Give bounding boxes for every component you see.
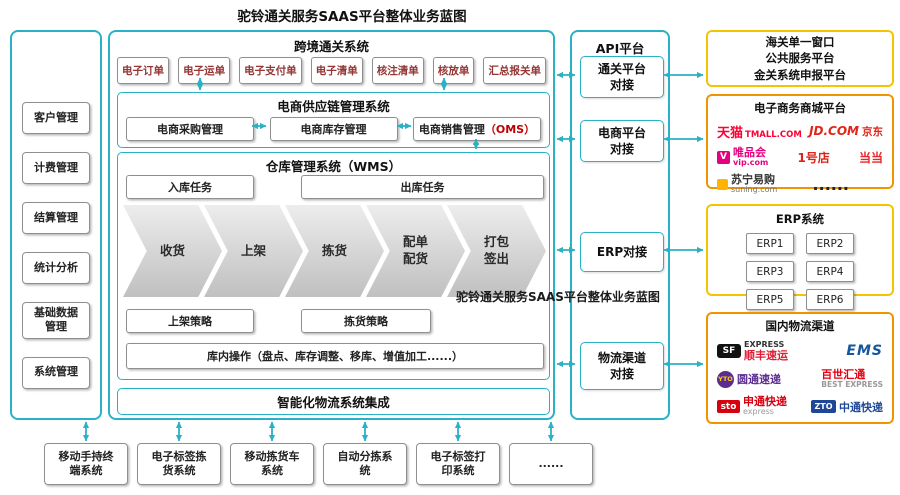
oms-label: 电商销售管理 <box>418 123 485 136</box>
erp-systems-panel: ERP系统 ERP1 ERP2 ERP3 ERP4 ERP5 ERP6 ....… <box>706 204 894 330</box>
doc-electronic-list: 电子清单 <box>310 57 363 84</box>
device-auto-sorting-system: 自动分拣系统 <box>323 443 407 485</box>
erp-item-6: ERP6 <box>806 289 854 310</box>
wms-title: 仓库管理系统（WMS） <box>265 159 402 174</box>
yhd-logo: 1号店 <box>797 150 830 165</box>
wms-panel: 仓库管理系统（WMS） 入库任务 出库任务 收货 上架 拣货 配单配货 打包签出… <box>117 152 550 380</box>
supply-chain-row: 电商采购管理 电商库存管理 电商销售管理 （OMS） <box>126 117 541 141</box>
api-item-ecommerce-platform: 电商平台对接 <box>580 120 664 162</box>
supply-chain-title: 电商供应链管理系统 <box>277 99 390 114</box>
device-electronic-label-printing-system: 电子标签打印系统 <box>416 443 500 485</box>
device-systems-row: 移动手持终端系统 电子标签拣货系统 移动拣货车系统 自动分拣系统 电子标签打印系… <box>44 443 593 485</box>
customs-system-title: 跨境通关系统 <box>293 39 369 54</box>
customs-window-line: 海关单一窗口 <box>765 34 835 49</box>
shelving-strategy: 上架策略 <box>126 309 254 333</box>
flow-step-pack-checkout: 打包签出 <box>447 205 546 297</box>
erp-item-2: ERP2 <box>806 233 854 254</box>
doc-release-form: 核放单 <box>432 57 475 84</box>
erp-item-4: ERP4 <box>806 261 854 282</box>
suning-logo: 苏宁易购 suning.com <box>717 173 777 195</box>
best-express-logo: 百世汇通 BEST EXPRESS <box>821 367 883 389</box>
vipshop-logo: V 唯品会 vip.com <box>717 146 768 168</box>
sidebar-item-base-data-management: 基础数据管理 <box>22 302 90 339</box>
customs-documents-row: 电子订单 电子运单 电子支付单 电子清单 核注清单 核放单 汇总报关单 <box>117 57 546 84</box>
ecommerce-mall-title: 电子商务商城平台 <box>754 101 846 115</box>
api-item-logistics-channel: 物流渠道对接 <box>580 342 664 390</box>
golden-customs-platform-line: 金关系统申报平台 <box>754 67 846 82</box>
logistics-brand-row: sto 申通快递 express ZTO 中通快递 <box>717 396 883 417</box>
sidebar-item-system-management: 系统管理 <box>22 356 90 389</box>
mall-more-ellipsis: ...... <box>812 174 849 194</box>
logistics-brand-row: YTO 圆通速递 百世汇通 BEST EXPRESS <box>717 367 883 389</box>
yto-express-icon: YTO <box>717 370 734 388</box>
vipshop-icon: V <box>717 150 730 164</box>
doc-electronic-waybill: 电子运单 <box>178 57 231 84</box>
doc-electronic-order: 电子订单 <box>117 57 169 84</box>
supply-chain-panel: 电商供应链管理系统 电商采购管理 电商库存管理 电商销售管理 （OMS） <box>117 92 550 148</box>
device-electronic-label-picking-system: 电子标签拣货系统 <box>137 443 221 485</box>
sidebar-item-settlement-management: 结算管理 <box>22 202 90 234</box>
device-mobile-picking-cart-system: 移动拣货车系统 <box>230 443 314 485</box>
doc-check-note-list: 核注清单 <box>371 57 424 84</box>
ems-logo: EMS <box>846 343 883 360</box>
erp-item-3: ERP3 <box>746 261 794 282</box>
mall-brand-row: 天猫 TMALL.COM JD.COM 京东 <box>717 122 883 141</box>
ecommerce-sales-management-oms: 电商销售管理 （OMS） <box>413 117 541 141</box>
page-title: 驼铃通关服务SAAS平台整体业务蓝图 <box>237 9 467 25</box>
flow-step-receive: 收货 <box>123 205 222 297</box>
doc-electronic-payment: 电子支付单 <box>239 57 302 84</box>
api-item-erp: ERP对接 <box>580 232 664 272</box>
dangdang-logo: 当当 <box>858 150 883 165</box>
erp-grid: ERP1 ERP2 ERP3 ERP4 ERP5 ERP6 <box>718 233 882 310</box>
domestic-logistics-panel: 国内物流渠道 SF EXPRESS 顺丰速运 EMS YTO 圆通速递 百世汇通 <box>706 312 894 424</box>
sf-express-icon: SF <box>717 344 741 359</box>
ecommerce-purchase-management: 电商采购管理 <box>126 117 254 141</box>
sidebar-item-billing-management: 计费管理 <box>22 152 90 184</box>
warehouse-flow: 收货 上架 拣货 配单配货 打包签出 <box>123 205 546 297</box>
yto-express-logo: YTO 圆通速递 <box>717 370 781 388</box>
management-sidebar: 客户管理 计费管理 结算管理 统计分析 基础数据管理 系统管理 <box>10 30 102 420</box>
erp-item-1: ERP1 <box>746 233 794 254</box>
warehouse-operations: 库内操作（盘点、库存调整、移库、增值加工......） <box>126 343 544 369</box>
customs-single-window-panel: 海关单一窗口 公共服务平台 金关系统申报平台 <box>706 30 894 87</box>
outbound-task: 出库任务 <box>301 175 544 199</box>
oms-suffix: （OMS） <box>484 123 536 136</box>
domestic-logistics-title: 国内物流渠道 <box>765 319 835 333</box>
api-item-customs-platform: 通关平台对接 <box>580 56 664 98</box>
ecommerce-mall-panel: 电子商务商城平台 天猫 TMALL.COM JD.COM 京东 V 唯品会 vi… <box>706 94 894 194</box>
sf-express-logo: SF EXPRESS 顺丰速运 <box>717 340 788 362</box>
device-handheld-terminal-system: 移动手持终端系统 <box>44 443 128 485</box>
mall-brand-row: 苏宁易购 suning.com ...... <box>717 173 883 195</box>
api-platform-panel: API平台 通关平台对接 电商平台对接 ERP对接 物流渠道对接 <box>570 30 670 420</box>
sto-express-logo: sto 申通快递 express <box>717 396 787 417</box>
smart-logistics-integration-bar: 智能化物流系统集成 <box>117 388 550 415</box>
logistics-brand-row: SF EXPRESS 顺丰速运 EMS <box>717 340 883 362</box>
doc-summary-declaration: 汇总报关单 <box>483 57 546 84</box>
jd-logo: JD.COM 京东 <box>809 124 883 138</box>
device-more-ellipsis: ...... <box>509 443 593 485</box>
api-platform-title: API平台 <box>595 41 645 56</box>
main-systems-panel: 跨境通关系统 电子订单 电子运单 电子支付单 电子清单 核注清单 核放单 汇总报… <box>108 30 555 420</box>
erp-item-5: ERP5 <box>746 289 794 310</box>
erp-systems-title: ERP系统 <box>775 212 825 226</box>
sto-express-icon: sto <box>717 400 740 414</box>
sidebar-item-statistics-analysis: 统计分析 <box>22 252 90 284</box>
ecommerce-inventory-management: 电商库存管理 <box>269 117 398 141</box>
public-service-platform-line: 公共服务平台 <box>765 51 835 66</box>
tmall-logo: 天猫 TMALL.COM <box>717 126 802 141</box>
sidebar-item-customer-management: 客户管理 <box>22 102 90 134</box>
inbound-task: 入库任务 <box>126 175 254 199</box>
picking-strategy: 拣货策略 <box>301 309 431 333</box>
watermark-text: 驼铃通关服务SAAS平台整体业务蓝图 <box>456 290 660 304</box>
suning-icon <box>717 178 728 190</box>
zto-express-icon: ZTO <box>811 400 836 414</box>
zto-express-logo: ZTO 中通快递 <box>811 399 883 415</box>
mall-brand-row: V 唯品会 vip.com 1号店 当当 <box>717 146 883 168</box>
